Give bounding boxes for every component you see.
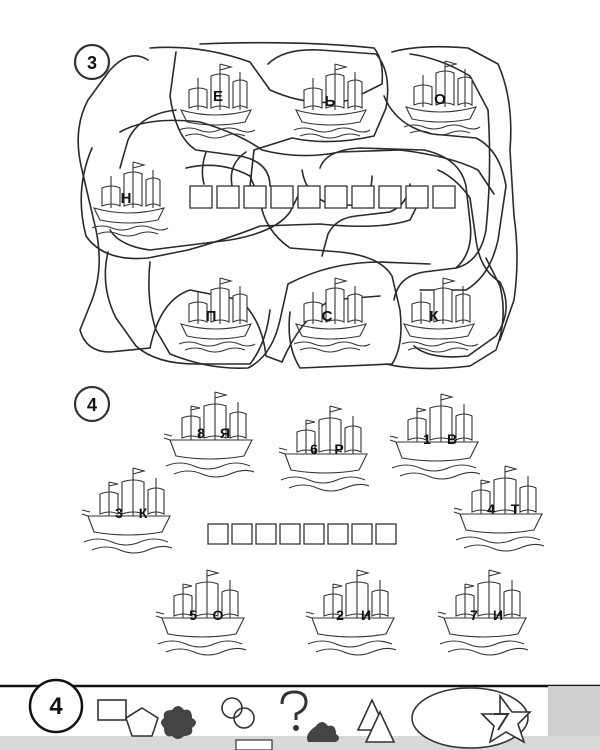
ship-icon [81, 467, 173, 554]
ship-card: Е [178, 63, 256, 139]
rectangle-icon [97, 699, 127, 721]
ship-card: 8 Я [163, 391, 255, 478]
triangles-icon [356, 698, 396, 743]
answer-box[interactable] [324, 185, 348, 209]
exercise-3: 3 [73, 41, 518, 370]
ship-digit: 2 [336, 607, 344, 623]
answer-box[interactable] [405, 185, 429, 209]
answer-box[interactable] [432, 185, 456, 209]
ship-card: 7 И [437, 569, 529, 656]
ship-card: 6 Р [278, 405, 370, 492]
ship-digit: 5 [189, 607, 197, 623]
ship-letter: О [434, 91, 446, 108]
ship-letter: Р [334, 441, 343, 457]
ship-digit: 4 [487, 501, 495, 517]
exercise-4: 4 8 Я 6 Р 1 В 3 К [73, 385, 545, 656]
ship-icon [305, 569, 397, 656]
circles-icon [221, 697, 255, 729]
ship-letter: Т [511, 501, 520, 517]
puzzle-icon [161, 706, 196, 739]
ship-card: 4 Т [453, 465, 545, 552]
puzzle-icon [307, 722, 339, 742]
answer-box[interactable] [297, 185, 321, 209]
answer-box[interactable] [303, 523, 325, 545]
ship-card: 3 К [81, 467, 173, 554]
ship-letter: О [213, 607, 224, 623]
ship-letter: К [429, 308, 439, 325]
maze-lines [77, 41, 518, 370]
exercise-number-badge [73, 385, 111, 423]
exercise-number: 3 [87, 53, 97, 73]
ship-digit: 6 [310, 441, 318, 457]
ship-icon [437, 569, 529, 656]
footer-band: 4 [0, 678, 600, 750]
answer-boxes-3[interactable] [189, 185, 456, 209]
pentagon-icon [125, 707, 159, 737]
ship-card: Ь [293, 63, 371, 139]
answer-box[interactable] [231, 523, 253, 545]
ship-icon [155, 569, 247, 656]
answer-box[interactable] [216, 185, 240, 209]
ship-icon [453, 465, 545, 552]
ship-letter: Н [121, 190, 132, 207]
ship-card: 5 О [155, 569, 247, 656]
ship-letter: В [447, 431, 457, 447]
ship-card: С [293, 277, 371, 353]
ship-icon [389, 393, 481, 480]
ship-letter: Я [220, 425, 230, 441]
exercise-number-badge [73, 43, 111, 81]
ship-card: П [178, 277, 256, 353]
ship-card: О [403, 60, 481, 136]
ship-letter: Е [213, 88, 223, 105]
answer-box[interactable] [378, 185, 402, 209]
answer-box[interactable] [375, 523, 397, 545]
ship-digit: 3 [115, 505, 123, 521]
star-icon [411, 687, 532, 749]
ship-letter: П [206, 308, 217, 325]
ship-digit: 8 [197, 425, 205, 441]
ship-letter: Ь [325, 93, 336, 110]
ship-icon [163, 391, 255, 478]
answer-box[interactable] [243, 185, 267, 209]
answer-box[interactable] [279, 523, 301, 545]
ship-letter: И [493, 607, 503, 623]
ship-letter: К [139, 505, 148, 521]
ship-card: К [401, 277, 479, 353]
answer-box[interactable] [207, 523, 229, 545]
ship-card: 1 В [389, 393, 481, 480]
ship-card: Н [91, 161, 169, 237]
page-number-badge [28, 678, 84, 734]
ship-icon [278, 405, 370, 492]
answer-box[interactable] [189, 185, 213, 209]
answer-boxes-4[interactable] [207, 523, 397, 545]
answer-box[interactable] [255, 523, 277, 545]
question-mark-icon [280, 690, 308, 731]
ship-digit: 1 [423, 431, 431, 447]
ship-letter: С [322, 308, 333, 325]
ship-icon [178, 277, 256, 353]
answer-box[interactable] [270, 185, 294, 209]
ship-letter: И [361, 607, 371, 623]
answer-box[interactable] [351, 523, 373, 545]
ship-card: 2 И [305, 569, 397, 656]
answer-box[interactable] [327, 523, 349, 545]
page-number: 4 [49, 693, 63, 720]
answer-box[interactable] [351, 185, 375, 209]
exercise-number: 4 [87, 395, 97, 415]
ship-digit: 7 [470, 607, 478, 623]
